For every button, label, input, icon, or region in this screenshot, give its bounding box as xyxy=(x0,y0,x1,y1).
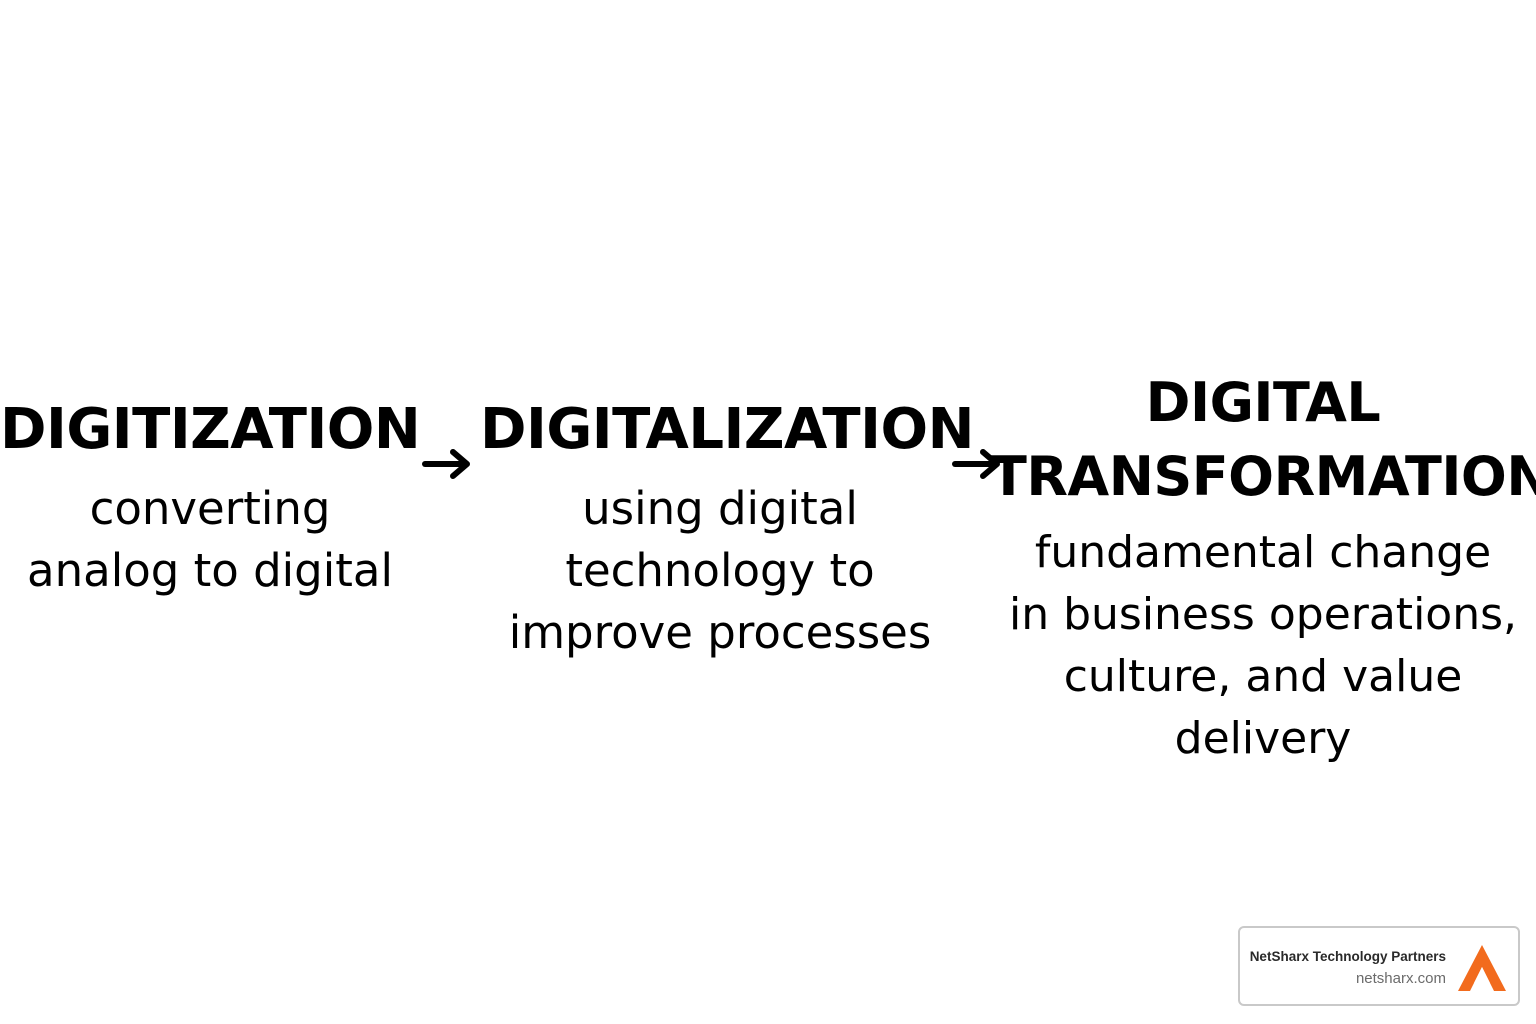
stage-digitalization: DIGITALIZATION using digital technology … xyxy=(480,397,974,664)
stage-title: DIGITALIZATION xyxy=(480,397,974,462)
right-arrow-icon xyxy=(952,449,1000,479)
stage-digitization: DIGITIZATION converting analog to digita… xyxy=(0,397,421,602)
company-badge: NetSharx Technology Partners netsharx.co… xyxy=(1238,926,1520,1006)
stage-description: fundamental change in business operation… xyxy=(1008,527,1518,764)
company-name: NetSharx Technology Partners xyxy=(1249,949,1446,964)
stage-title: DIGITAL TRANSFORMATION xyxy=(990,371,1536,508)
netsharx-logo-icon xyxy=(1458,945,1506,991)
stage-digital-transformation: DIGITAL TRANSFORMATION fundamental chang… xyxy=(990,366,1536,770)
right-arrow-icon xyxy=(422,449,470,479)
stage-title: DIGITIZATION xyxy=(0,397,421,462)
company-url: netsharx.com xyxy=(1355,970,1446,987)
stage-description: using digital technology to improve proc… xyxy=(508,482,932,660)
stage-description: converting analog to digital xyxy=(27,482,393,598)
